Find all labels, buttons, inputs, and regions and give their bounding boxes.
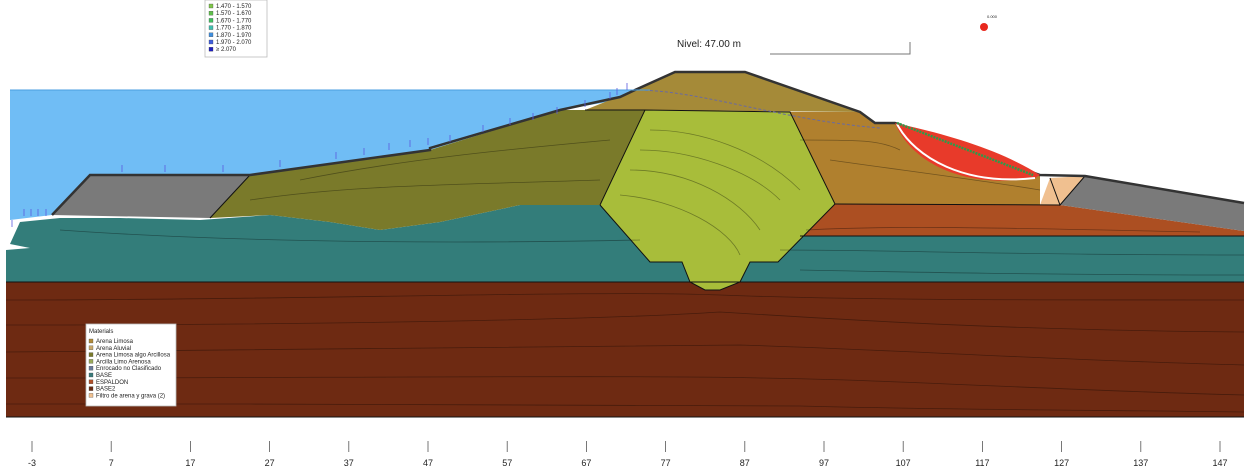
water-level-callout-line xyxy=(770,42,911,55)
x-axis-tick-label: 87 xyxy=(740,458,750,468)
base2-layer xyxy=(6,282,1244,417)
material-legend-label: BASE2 xyxy=(96,387,116,393)
phreatic-line xyxy=(634,89,881,129)
fs-legend-label: 1.470 - 1.570 xyxy=(216,4,252,10)
x-axis-tick-label: 127 xyxy=(1054,458,1069,468)
base-layer-right xyxy=(740,236,1244,282)
x-axis-tick-label: 57 xyxy=(502,458,512,468)
material-legend-swatch xyxy=(88,345,94,350)
material-legend-label: Arena Limosa xyxy=(96,339,134,345)
upstream-riprap xyxy=(52,175,250,218)
x-axis-tick-label: 117 xyxy=(975,458,989,468)
fs-legend-swatch xyxy=(208,47,214,52)
contour-lines xyxy=(5,129,1245,413)
material-legend-label: BASE xyxy=(96,373,112,379)
reservoir-water xyxy=(10,90,648,220)
downstream-shell xyxy=(790,112,1040,205)
fs-legend-swatch xyxy=(208,3,214,9)
x-axis: -3 7 17 27 37 47 57 67 77 87 97 107 117 127 137 147 xyxy=(28,441,1228,468)
slip-surface-line xyxy=(896,123,1036,181)
x-axis-tick-label: 67 xyxy=(581,458,591,468)
material-legend-label: Arena Limosa algo Arcillosa xyxy=(96,353,171,359)
fs-legend-label: 1.870 - 1.970 xyxy=(216,33,252,39)
sand-gravel-filter xyxy=(1040,176,1085,205)
material-legend-label: Arena Aluvial xyxy=(96,346,131,352)
material-legend-swatch xyxy=(88,393,94,398)
dam-outlines xyxy=(6,109,1244,418)
x-axis-tick-label: 27 xyxy=(265,458,275,468)
fs-legend-label: 1.970 - 2.070 xyxy=(216,40,252,46)
fs-legend-label: ≥ 2.070 xyxy=(216,47,237,53)
x-axis-tick-label: 7 xyxy=(109,458,114,468)
x-axis-tick-label: 97 xyxy=(819,458,829,468)
materials-legend-frame xyxy=(85,323,177,407)
water-level-label: Nivel: 47.00 m xyxy=(677,39,741,50)
x-axis-tick-label: 47 xyxy=(423,458,433,468)
material-legend-swatch xyxy=(88,359,94,364)
material-legend-swatch xyxy=(88,372,94,378)
x-axis-tick-label: 107 xyxy=(896,458,911,468)
slip-grid-hatching xyxy=(896,121,1034,177)
x-axis-tick-label: -3 xyxy=(28,458,36,468)
x-axis-tick-label: 147 xyxy=(1212,458,1227,468)
fs-legend-swatch xyxy=(208,32,214,37)
base-layer xyxy=(6,205,690,282)
x-axis-tick-label: 37 xyxy=(344,458,354,468)
slip-center-label: 0.000 xyxy=(987,14,998,19)
downstream-riprap xyxy=(1060,176,1244,231)
material-legend-swatch xyxy=(88,386,94,391)
material-legend-swatch xyxy=(88,338,94,344)
x-axis-tick-label: 77 xyxy=(661,458,671,468)
slip-center-point xyxy=(980,23,988,31)
material-legend-swatch xyxy=(88,366,94,371)
material-legend-label: Arcilla Limo Arenosa xyxy=(96,359,151,365)
fs-legend-label: 1.770 - 1.870 xyxy=(216,26,252,32)
water-pressure-arrows xyxy=(11,83,628,227)
material-legend-label: Enrocado no Clasificado xyxy=(96,366,162,372)
x-axis-tick-label: 137 xyxy=(1133,458,1148,468)
fs-legend-frame xyxy=(204,0,268,58)
material-legend-swatch xyxy=(88,379,94,384)
material-legend-swatch xyxy=(88,352,94,357)
fs-legend-label: 1.570 - 1.670 xyxy=(216,11,252,17)
fs-legend-swatch xyxy=(208,39,214,45)
materials-legend-title: Materials xyxy=(89,329,113,335)
clay-core xyxy=(600,110,835,290)
x-axis-tick-label: 17 xyxy=(185,458,195,468)
material-legend-label: Filtro de arena y grava (2) xyxy=(96,393,165,399)
fs-legend-swatch xyxy=(208,11,214,16)
espaldon-layer xyxy=(800,204,1244,236)
fs-legend-swatch xyxy=(208,25,214,30)
fs-legend-label: 1.670 - 1.770 xyxy=(216,18,252,24)
material-legend-label: ESPALDON xyxy=(96,380,128,386)
upstream-shell xyxy=(210,110,645,230)
fs-legend-swatch xyxy=(208,18,214,23)
